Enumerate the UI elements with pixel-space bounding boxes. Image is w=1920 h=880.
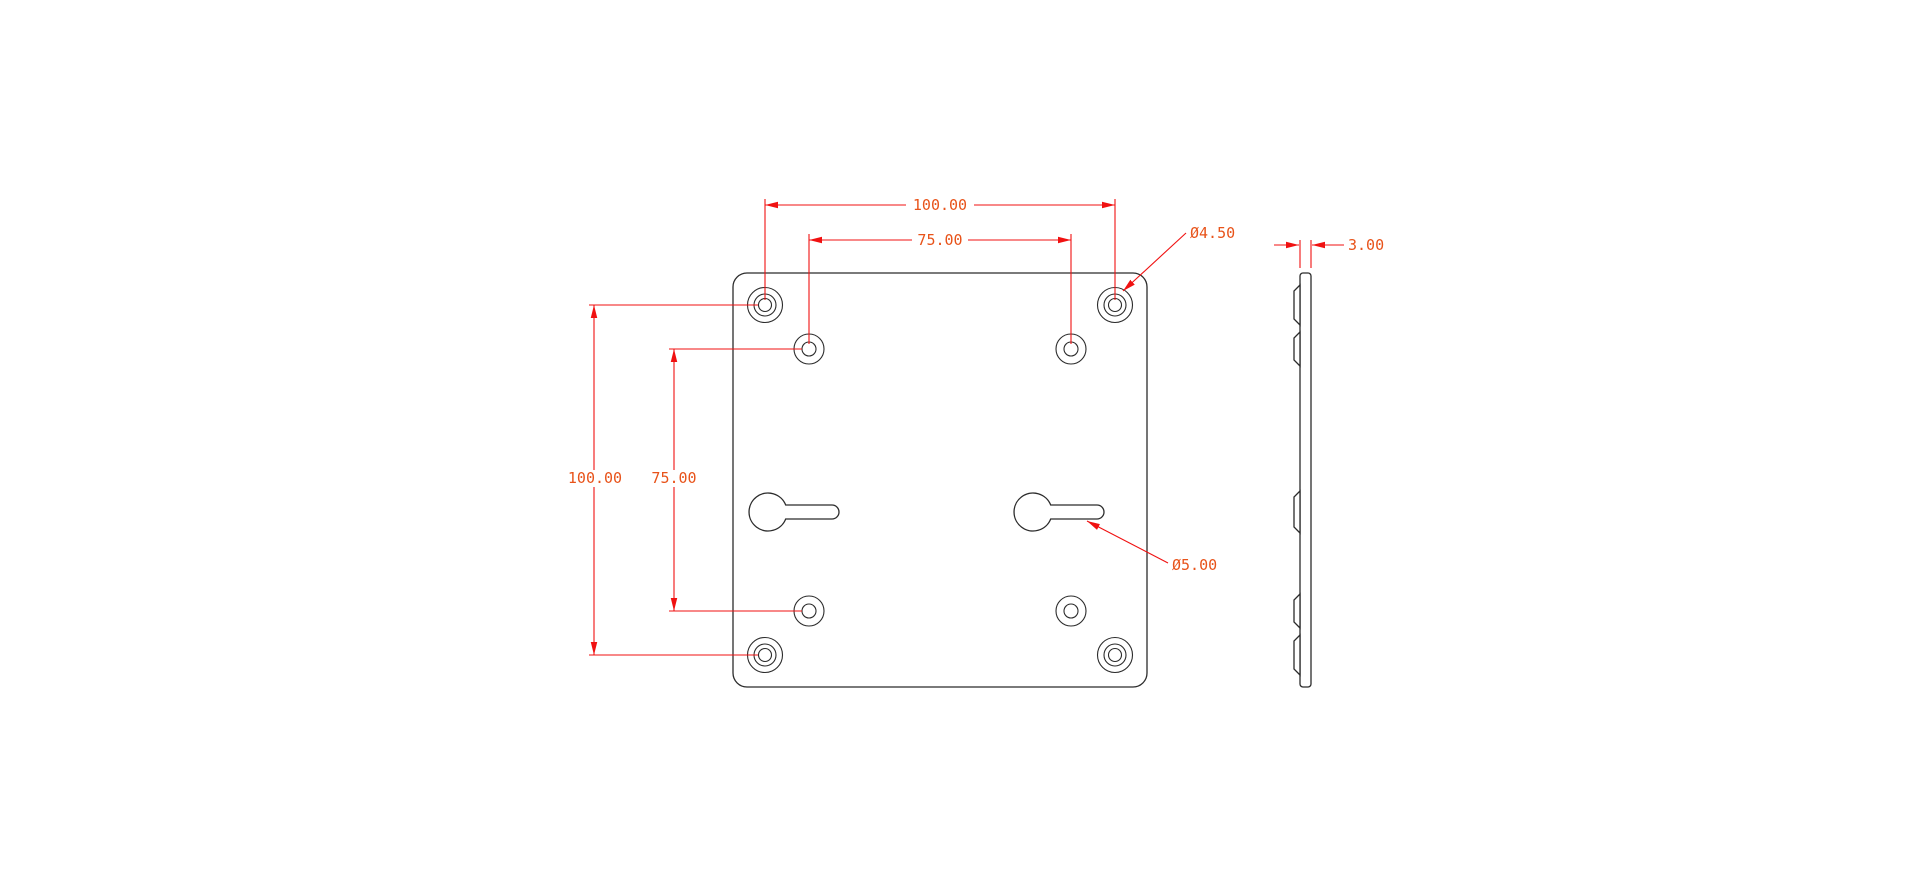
dim-text-width-outer: 100.00 [913, 196, 967, 214]
side-boss-top-outer [1293, 283, 1301, 327]
dim-height-inner: 75.00 [649, 348, 802, 612]
dim-width-outer: 100.00 [764, 196, 1116, 300]
hole-ring-outer [1055, 595, 1087, 627]
side-boss-top-inner [1293, 330, 1301, 368]
dim-text-thickness: 3.00 [1348, 236, 1384, 254]
hole-ring-outer [1096, 636, 1134, 674]
side-boss-bottom-inner [1293, 592, 1301, 630]
dim-text-height-inner: 75.00 [651, 469, 696, 487]
hole-ring-inner [1107, 647, 1123, 663]
dim-text-backing [912, 231, 968, 248]
front-view [732, 272, 1148, 688]
callout-text-hole-diameter: Ø4.50 [1190, 224, 1235, 242]
callout-text-keyhole-diameter: Ø5.00 [1172, 556, 1217, 574]
keyhole-slot-right [1013, 492, 1105, 532]
callout-keyhole-diameter: Ø5.00 [1086, 520, 1217, 574]
callout-hole-diameter: Ø4.50 [1122, 224, 1235, 292]
keyhole-slot-left [748, 492, 840, 532]
side-view [1293, 272, 1312, 688]
dim-text-backing [906, 196, 974, 213]
side-profile [1299, 272, 1312, 688]
dim-height-outer: 100.00 [563, 304, 758, 656]
dim-text-width-inner: 75.00 [917, 231, 962, 249]
side-boss-keyhole [1293, 489, 1301, 535]
leader-line [1086, 520, 1169, 564]
corner-hole-bottom-right [1096, 636, 1134, 674]
hole-ring-mid [1103, 643, 1127, 667]
hole-ring-inner [1063, 603, 1079, 619]
dim-thickness: 3.00 [1274, 236, 1384, 268]
dim-text-backing [563, 470, 627, 487]
dim-text-height-outer: 100.00 [568, 469, 622, 487]
dim-text-backing [649, 470, 699, 487]
leader-line [1122, 232, 1187, 292]
side-boss-bottom-outer [1293, 633, 1301, 677]
plate-outline [732, 272, 1148, 688]
inner-hole-bottom-right [1055, 595, 1087, 627]
hole-ring-inner [757, 647, 773, 663]
dim-width-inner: 75.00 [808, 231, 1072, 344]
